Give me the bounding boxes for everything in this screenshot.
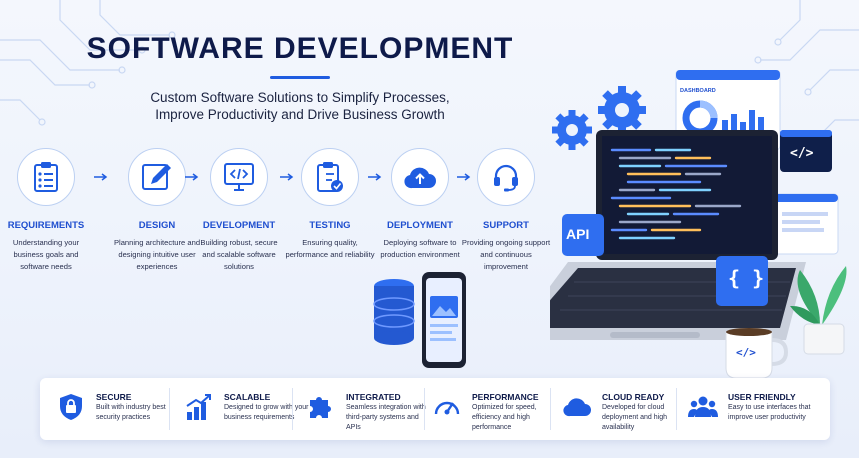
arrow-right-icon bbox=[457, 173, 471, 181]
divider bbox=[676, 388, 677, 430]
lock-shield-icon bbox=[60, 394, 82, 420]
step-label: DEVELOPMENT bbox=[202, 220, 276, 231]
step-circle bbox=[128, 148, 186, 206]
step-development: DEVELOPMENT Building robust, secure and … bbox=[193, 148, 285, 273]
headset-icon bbox=[494, 164, 518, 192]
feature-title: SECURE bbox=[96, 392, 132, 402]
feature-description: Optimized for speed, efficiency and high… bbox=[472, 404, 537, 431]
feature-description: Easy to use interfaces that improve user… bbox=[728, 404, 811, 421]
subtitle-line-1: Custom Software Solutions to Simplify Pr… bbox=[150, 90, 450, 105]
step-description: Providing ongoing support and continuous… bbox=[461, 238, 551, 271]
code-tag-icon: </> bbox=[790, 146, 814, 161]
feature-description: Designed to grow with your business requ… bbox=[224, 404, 309, 421]
phone-icon bbox=[422, 272, 466, 368]
step-label: SUPPORT bbox=[483, 220, 529, 231]
divider bbox=[424, 388, 425, 430]
feature-description: Seamless integration with third-party sy… bbox=[346, 404, 426, 431]
mug-code-icon: </> bbox=[736, 346, 756, 359]
braces-icon: { } bbox=[728, 266, 765, 290]
clipboard-icon bbox=[34, 162, 58, 192]
feature-title: SCALABLE bbox=[224, 392, 271, 402]
users-icon bbox=[688, 396, 718, 417]
divider bbox=[169, 388, 170, 430]
feature-panel: SECURE Built with industry best security… bbox=[40, 378, 830, 440]
api-label: API bbox=[566, 226, 590, 242]
feature-description: Developed for cloud deployment and high … bbox=[602, 404, 667, 431]
step-description: Ensuring quality, performance and reliab… bbox=[285, 238, 375, 259]
feature-integrated: INTEGRATED Seamless integration with thi… bbox=[300, 378, 430, 440]
step-description: Understanding your business goals and so… bbox=[12, 238, 80, 271]
feature-title: USER FRIENDLY bbox=[728, 392, 796, 402]
gear-icon bbox=[552, 110, 592, 150]
step-circle bbox=[210, 148, 268, 206]
dashboard-label: DASHBOARD bbox=[680, 88, 716, 94]
step-requirements: REQUIREMENTS Understanding your business… bbox=[0, 148, 92, 273]
step-description: Planning architecture and designing intu… bbox=[113, 238, 201, 271]
feature-user-friendly: USER FRIENDLY Easy to use interfaces tha… bbox=[682, 378, 812, 440]
step-description: Deploying software to production environ… bbox=[380, 238, 460, 259]
feature-scalable: SCALABLE Designed to grow with your busi… bbox=[178, 378, 308, 440]
subtitle-line-2: Improve Productivity and Drive Business … bbox=[155, 107, 445, 122]
step-circle bbox=[301, 148, 359, 206]
feature-title: PERFORMANCE bbox=[472, 392, 539, 402]
feature-cloud-ready: CLOUD READY Developed for cloud deployme… bbox=[556, 378, 686, 440]
cloud-icon bbox=[563, 398, 591, 417]
plant-illustration bbox=[790, 266, 847, 355]
step-design: DESIGN Planning architecture and designi… bbox=[111, 148, 203, 273]
step-circle bbox=[17, 148, 75, 206]
arrow-right-icon bbox=[94, 173, 108, 181]
arrow-right-icon bbox=[280, 173, 294, 181]
speedometer-icon bbox=[434, 401, 460, 415]
step-description: Building robust, secure and scalable sof… bbox=[200, 238, 278, 271]
coffee-mug-illustration bbox=[725, 328, 789, 379]
step-label: DEPLOYMENT bbox=[387, 220, 453, 231]
divider bbox=[292, 388, 293, 430]
feature-title: CLOUD READY bbox=[602, 392, 665, 402]
step-circle bbox=[477, 148, 535, 206]
page-title: SOFTWARE DEVELOPMENT bbox=[86, 32, 514, 65]
arrow-right-icon bbox=[185, 173, 199, 181]
design-pencil-icon bbox=[142, 164, 171, 190]
feature-description: Built with industry best security practi… bbox=[96, 404, 166, 421]
code-monitor-icon bbox=[224, 163, 254, 191]
step-deployment: DEPLOYMENT Deploying software to product… bbox=[374, 148, 466, 261]
arrow-right-icon bbox=[368, 173, 382, 181]
title-underline bbox=[270, 76, 330, 79]
database-icon bbox=[373, 279, 415, 345]
step-circle bbox=[391, 148, 449, 206]
dashboard-card bbox=[675, 70, 781, 151]
step-label: DESIGN bbox=[138, 220, 176, 231]
cloud-upload-icon bbox=[404, 167, 436, 189]
feature-performance: PERFORMANCE Optimized for speed, efficie… bbox=[426, 378, 556, 440]
divider bbox=[550, 388, 551, 430]
feature-secure: SECURE Built with industry best security… bbox=[50, 378, 180, 440]
laptop-illustration bbox=[550, 70, 847, 379]
checklist-icon bbox=[317, 162, 343, 192]
step-label: TESTING bbox=[309, 220, 351, 231]
step-support: SUPPORT Providing ongoing support and co… bbox=[460, 148, 552, 273]
growth-chart-icon bbox=[186, 394, 211, 420]
database-phone-illustration bbox=[373, 272, 466, 368]
code-lines bbox=[610, 148, 742, 240]
gear-icon bbox=[598, 86, 646, 134]
step-label: REQUIREMENTS bbox=[7, 220, 85, 231]
feature-title: INTEGRATED bbox=[346, 392, 401, 402]
step-testing: TESTING Ensuring quality, performance an… bbox=[284, 148, 376, 261]
puzzle-icon bbox=[310, 397, 331, 418]
